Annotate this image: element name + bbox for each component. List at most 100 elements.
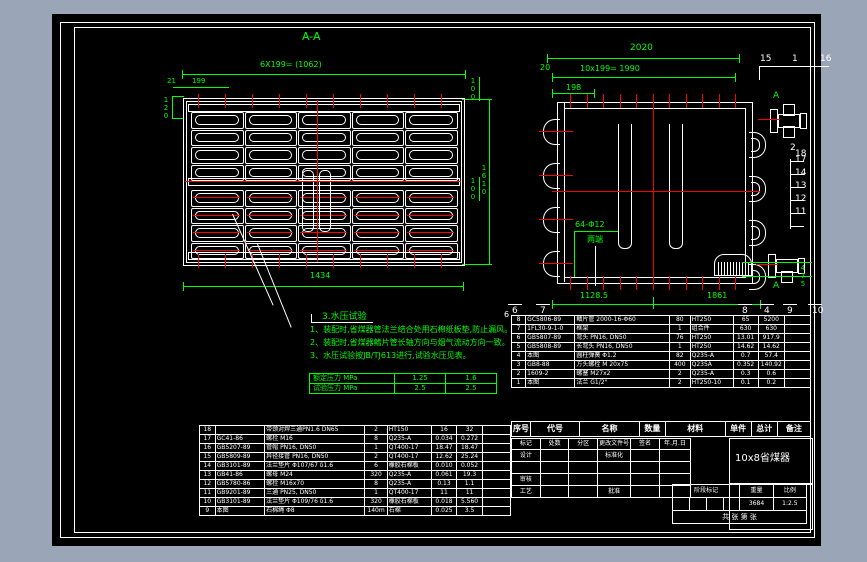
table-cell: 1 bbox=[364, 488, 388, 498]
table-cell: 0.061 bbox=[430, 470, 458, 480]
table-cell: 0.272 bbox=[456, 434, 483, 444]
dim-top-left-view: 6X199= (1062) bbox=[260, 60, 322, 69]
table-cell: 9 bbox=[199, 506, 216, 516]
signature-cell[interactable] bbox=[568, 485, 599, 498]
signature-cell[interactable] bbox=[597, 461, 632, 474]
dim-line-2020 bbox=[547, 58, 739, 59]
callout-bar-1 bbox=[789, 66, 819, 67]
signature-cell[interactable] bbox=[539, 449, 570, 462]
signature-cell[interactable] bbox=[539, 461, 570, 474]
signature-cell[interactable] bbox=[658, 449, 692, 462]
table-cell: GB5808-89 bbox=[525, 342, 576, 352]
table-cell: 0.052 bbox=[456, 461, 483, 471]
dim-line-21 bbox=[173, 87, 182, 88]
signature-cell[interactable] bbox=[568, 461, 599, 474]
title-name-box bbox=[729, 438, 813, 484]
signature-cell[interactable] bbox=[630, 449, 660, 462]
table-cell: 1609-2 bbox=[525, 369, 576, 379]
callout-number: 16 bbox=[820, 54, 832, 64]
signature-cell[interactable] bbox=[511, 461, 541, 474]
centerline-v bbox=[653, 98, 654, 286]
callout-number: 6 bbox=[512, 306, 518, 316]
dim-1128: 1128.5 bbox=[580, 291, 608, 300]
callout-tick bbox=[790, 213, 804, 214]
signature-cell[interactable] bbox=[597, 473, 632, 486]
spring-coil-line bbox=[718, 262, 719, 276]
spring-coil-line bbox=[733, 262, 734, 276]
signature-cell[interactable]: 标准化 bbox=[597, 449, 632, 462]
signature-cell[interactable] bbox=[539, 473, 570, 486]
table-cell: 17 bbox=[199, 434, 216, 444]
return-bend bbox=[543, 119, 560, 145]
u-tube-left bbox=[618, 124, 632, 249]
signature-cell[interactable]: 审核 bbox=[511, 473, 541, 486]
centerline-h bbox=[552, 191, 760, 192]
signature-cell[interactable]: 设计 bbox=[511, 449, 541, 462]
table-cell: 14.62 bbox=[732, 342, 759, 352]
signature-cell[interactable] bbox=[568, 473, 599, 486]
tube-tick bbox=[636, 94, 637, 108]
signature-cell[interactable]: 工艺 bbox=[511, 485, 541, 498]
table-cell: 6 bbox=[364, 461, 388, 471]
signature-cell[interactable] bbox=[568, 449, 599, 462]
table-cell: QT400-17 bbox=[386, 488, 432, 498]
element-centerline bbox=[246, 249, 293, 251]
signature-cell[interactable] bbox=[630, 461, 660, 474]
element-centerline bbox=[246, 214, 293, 216]
table-cell: 11 bbox=[430, 488, 458, 498]
fin-tube-bore bbox=[355, 167, 399, 177]
table-cell: 本图 bbox=[525, 378, 576, 388]
fin-tube-bore bbox=[195, 150, 239, 160]
fin-tube-element bbox=[351, 112, 404, 129]
hanger-tick bbox=[414, 94, 415, 108]
fin-tube-element bbox=[298, 242, 351, 259]
fin-tube-element bbox=[405, 190, 458, 207]
callout-bar-15 bbox=[759, 66, 789, 67]
fin-tube-element bbox=[351, 207, 404, 224]
drawing-title: 10x8省煤器 bbox=[735, 453, 791, 464]
table-cell: QT400-17 bbox=[386, 452, 432, 462]
element-centerline bbox=[193, 249, 240, 251]
signature-cell[interactable]: 批准 bbox=[597, 485, 632, 498]
table-cell: 1FL30-9-1-0 bbox=[525, 324, 576, 334]
table-cell: HT250 bbox=[689, 315, 734, 325]
table-cell: HT250 bbox=[689, 342, 734, 352]
dim-right-100b: 100 bbox=[469, 177, 477, 201]
signature-cell[interactable] bbox=[539, 485, 570, 498]
return-bend-inner bbox=[751, 182, 760, 196]
pressure-cell: 2.5 bbox=[394, 383, 446, 394]
table-cell: HT250-10 bbox=[689, 378, 734, 388]
dim-2020: 2020 bbox=[630, 43, 653, 53]
hanger-tick bbox=[306, 254, 307, 268]
table-cell: 法兰垫片 Φ107/67 δ1.6 bbox=[264, 461, 366, 471]
table-cell: 橡胶石棉板 bbox=[386, 497, 432, 507]
dim-line-120 bbox=[172, 96, 173, 118]
signature-cell[interactable] bbox=[630, 473, 660, 486]
table-cell: 橡胶石棉板 bbox=[386, 461, 432, 471]
signature-cell[interactable] bbox=[630, 485, 660, 498]
signature-cell[interactable] bbox=[658, 461, 692, 474]
table-cell: 5200 bbox=[757, 315, 785, 325]
